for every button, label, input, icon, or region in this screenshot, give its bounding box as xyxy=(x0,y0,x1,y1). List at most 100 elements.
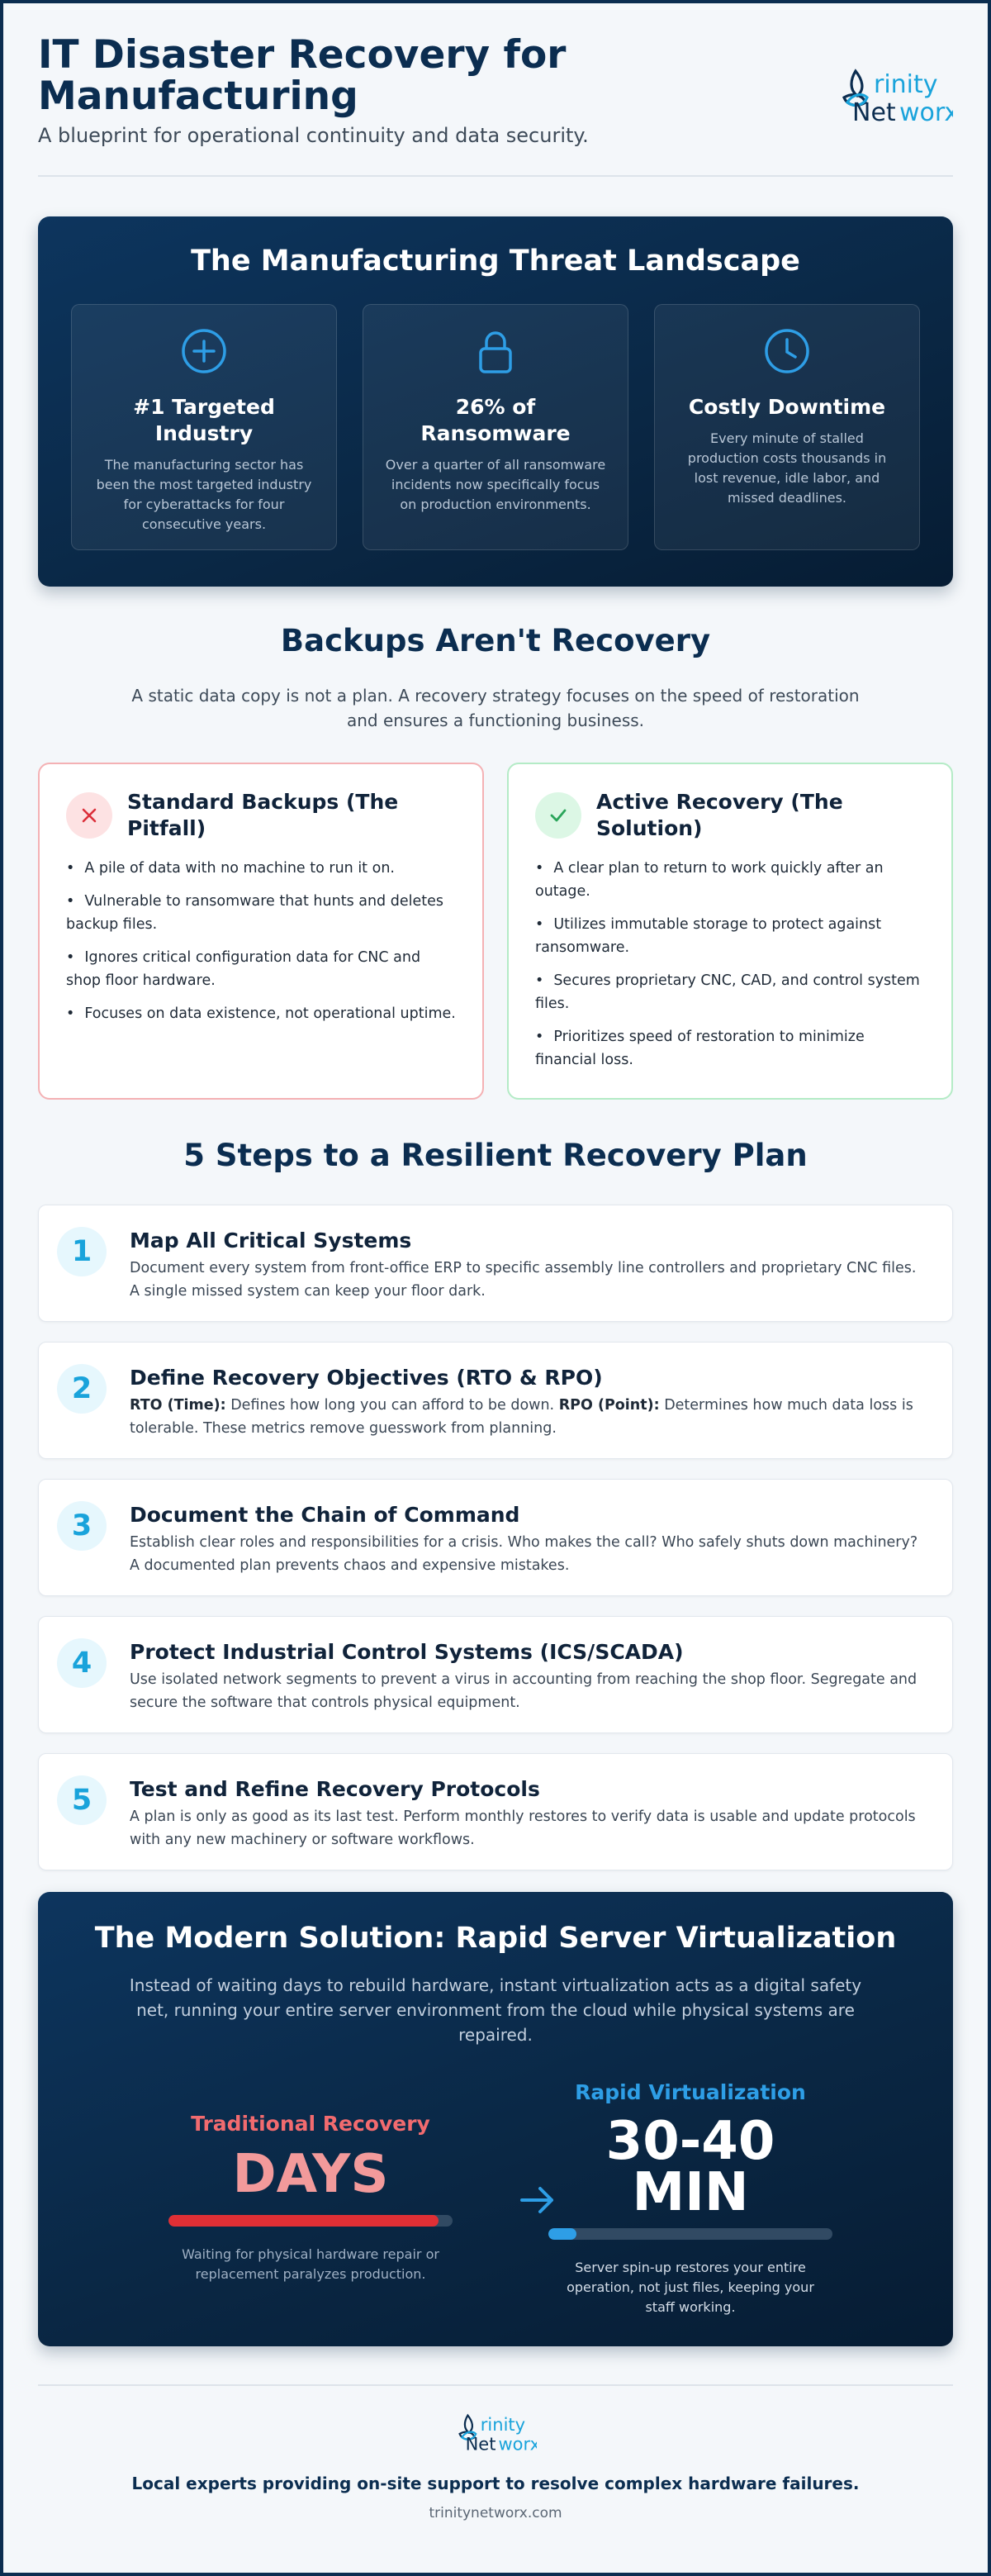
traditional-bar xyxy=(168,2215,453,2227)
svg-text:worx: worx xyxy=(899,98,953,127)
page-subtitle: A blueprint for operational continuity a… xyxy=(38,124,589,147)
rapid-virtualization: Rapid Virtualization 30-40 MIN Server sp… xyxy=(542,2080,839,2317)
traditional-label: Traditional Recovery xyxy=(191,2112,430,2136)
list-item: Prioritizes speed of restoration to mini… xyxy=(535,1025,925,1072)
page-title: IT Disaster Recovery for Manufacturing xyxy=(38,32,567,119)
step-body: Define Recovery Objectives (RTO & RPO) R… xyxy=(130,1364,919,1440)
plus-circle-icon xyxy=(182,329,226,373)
step-body: Test and Refine Recovery Protocols A pla… xyxy=(130,1775,919,1851)
steps-list: 1 Map All Critical Systems Document ever… xyxy=(38,1205,953,1870)
rpo-text: Determines how much data loss is tolerab… xyxy=(130,1397,913,1437)
step-card: 2 Define Recovery Objectives (RTO & RPO)… xyxy=(38,1342,953,1459)
step-heading: Protect Industrial Control Systems (ICS/… xyxy=(130,1640,684,1664)
pitfall-card: Standard Backups (The Pitfall) A pile of… xyxy=(38,763,484,1100)
step-text: Document every system from front-office … xyxy=(130,1260,917,1300)
threat-card-heading: Costly Downtime xyxy=(688,395,886,419)
svg-text:Net: Net xyxy=(466,2435,496,2455)
rto-label: RTO (Time): xyxy=(130,1397,226,1414)
list-item: A pile of data with no machine to run it… xyxy=(66,857,456,880)
pitfall-list: A pile of data with no machine to run it… xyxy=(66,857,456,1025)
solution-heading: Active Recovery (The Solution) xyxy=(596,790,843,840)
recovery-comparison: Traditional Recovery DAYS Waiting for ph… xyxy=(79,2080,912,2345)
footer-url[interactable]: trinitynetworx.com xyxy=(429,2505,562,2521)
footer-tagline: Local experts providing on-site support … xyxy=(131,2474,860,2493)
modern-description: Instead of waiting days to rebuild hardw… xyxy=(129,1975,862,2045)
step-number: 3 xyxy=(57,1501,107,1551)
pitfall-heading: Standard Backups (The Pitfall) xyxy=(127,790,399,840)
header: IT Disaster Recovery for Manufacturing A… xyxy=(38,3,953,177)
list-item: Ignores critical configuration data for … xyxy=(66,946,456,992)
trinity-networx-logo: rinity Net worx xyxy=(842,69,953,127)
threat-card-heading: #1 Targeted Industry xyxy=(133,395,275,445)
list-item: Utilizes immutable storage to protect ag… xyxy=(535,913,925,959)
rapid-note: Server spin-up restores your entire oper… xyxy=(567,2260,814,2315)
svg-text:worx: worx xyxy=(499,2435,538,2455)
threat-card-downtime: Costly Downtime Every minute of stalled … xyxy=(654,304,920,550)
threat-card-heading: 26% of Ransomware xyxy=(420,395,571,445)
step-number: 2 xyxy=(57,1364,107,1414)
svg-text:rinity: rinity xyxy=(874,70,938,99)
traditional-recovery: Traditional Recovery DAYS Waiting for ph… xyxy=(162,2112,459,2284)
rapid-value-unit: MIN xyxy=(632,2162,749,2223)
step-body: Document the Chain of Command Establish … xyxy=(130,1501,919,1577)
solution-header: Active Recovery (The Solution) xyxy=(535,789,925,842)
step-number: 4 xyxy=(57,1638,107,1688)
svg-text:Net: Net xyxy=(852,98,896,127)
x-icon xyxy=(66,792,112,839)
check-icon xyxy=(535,792,581,839)
step-text: A plan is only as good as its last test.… xyxy=(130,1808,916,1848)
step-number: 5 xyxy=(57,1775,107,1825)
modern-title: The Modern Solution: Rapid Server Virtua… xyxy=(94,1922,897,1955)
backup-comparison: Standard Backups (The Pitfall) A pile of… xyxy=(38,763,953,1100)
step-text: Use isolated network segments to prevent… xyxy=(130,1671,918,1711)
step-card: 4 Protect Industrial Control Systems (IC… xyxy=(38,1616,953,1733)
step-body: Protect Industrial Control Systems (ICS/… xyxy=(130,1638,919,1714)
step-heading: Define Recovery Objectives (RTO & RPO) xyxy=(130,1366,603,1390)
threat-card-ransomware: 26% of Ransomware Over a quarter of all … xyxy=(363,304,628,550)
backups-description: A static data copy is not a plan. A reco… xyxy=(131,686,860,730)
step-text: RTO (Time): Defines how long you can aff… xyxy=(130,1394,919,1440)
trinity-networx-logo: rinity Net worx xyxy=(458,2413,540,2455)
step-heading: Map All Critical Systems xyxy=(130,1229,412,1252)
step-text: Establish clear roles and responsibiliti… xyxy=(130,1534,918,1574)
rapid-bar xyxy=(548,2228,832,2240)
solution-list: A clear plan to return to work quickly a… xyxy=(535,857,925,1072)
list-item: Focuses on data existence, not operation… xyxy=(66,1002,456,1025)
pitfall-header: Standard Backups (The Pitfall) xyxy=(66,789,456,842)
rapid-bar-fill xyxy=(548,2228,577,2240)
step-card: 5 Test and Refine Recovery Protocols A p… xyxy=(38,1753,953,1870)
threat-cards: #1 Targeted Industry The manufacturing s… xyxy=(71,304,920,550)
step-card: 1 Map All Critical Systems Document ever… xyxy=(38,1205,953,1322)
steps-title: 5 Steps to a Resilient Recovery Plan xyxy=(183,1138,808,1173)
step-number: 1 xyxy=(57,1227,107,1276)
lock-icon xyxy=(479,331,512,373)
list-item: A clear plan to return to work quickly a… xyxy=(535,857,925,903)
step-heading: Test and Refine Recovery Protocols xyxy=(130,1777,540,1801)
list-item: Vulnerable to ransomware that hunts and … xyxy=(66,890,456,936)
threat-card-text: Every minute of stalled production costs… xyxy=(687,430,887,506)
solution-card: Active Recovery (The Solution) A clear p… xyxy=(507,763,953,1100)
header-text: IT Disaster Recovery for Manufacturing A… xyxy=(38,32,666,148)
rapid-value-number: 30-40 xyxy=(605,2111,775,2172)
modern-solution-panel: The Modern Solution: Rapid Server Virtua… xyxy=(38,1892,953,2346)
rpo-label: RPO (Point): xyxy=(558,1397,660,1414)
clock-icon xyxy=(765,329,809,373)
step-heading: Document the Chain of Command xyxy=(130,1503,520,1527)
rapid-value: 30-40 MIN xyxy=(542,2111,839,2223)
step-body: Map All Critical Systems Document every … xyxy=(130,1227,919,1303)
traditional-bar-fill xyxy=(168,2215,439,2227)
rapid-label: Rapid Virtualization xyxy=(575,2080,806,2104)
arrow-right-icon xyxy=(520,2187,553,2213)
footer: rinity Net worx Local experts providing … xyxy=(38,2384,953,2521)
svg-text:rinity: rinity xyxy=(481,2415,525,2435)
traditional-value: DAYS xyxy=(232,2144,389,2205)
traditional-note: Waiting for physical hardware repair or … xyxy=(182,2246,439,2282)
rto-text: Defines how long you can afford to be do… xyxy=(225,1397,559,1414)
list-item: Secures proprietary CNC, CAD, and contro… xyxy=(535,969,925,1015)
backups-title: Backups Aren't Recovery xyxy=(280,623,711,658)
threat-card-text: Over a quarter of all ransomware inciden… xyxy=(385,457,606,512)
threat-landscape-panel: The Manufacturing Threat Landscape #1 Ta… xyxy=(38,216,953,587)
threat-title: The Manufacturing Threat Landscape xyxy=(191,245,800,278)
step-card: 3 Document the Chain of Command Establis… xyxy=(38,1479,953,1596)
